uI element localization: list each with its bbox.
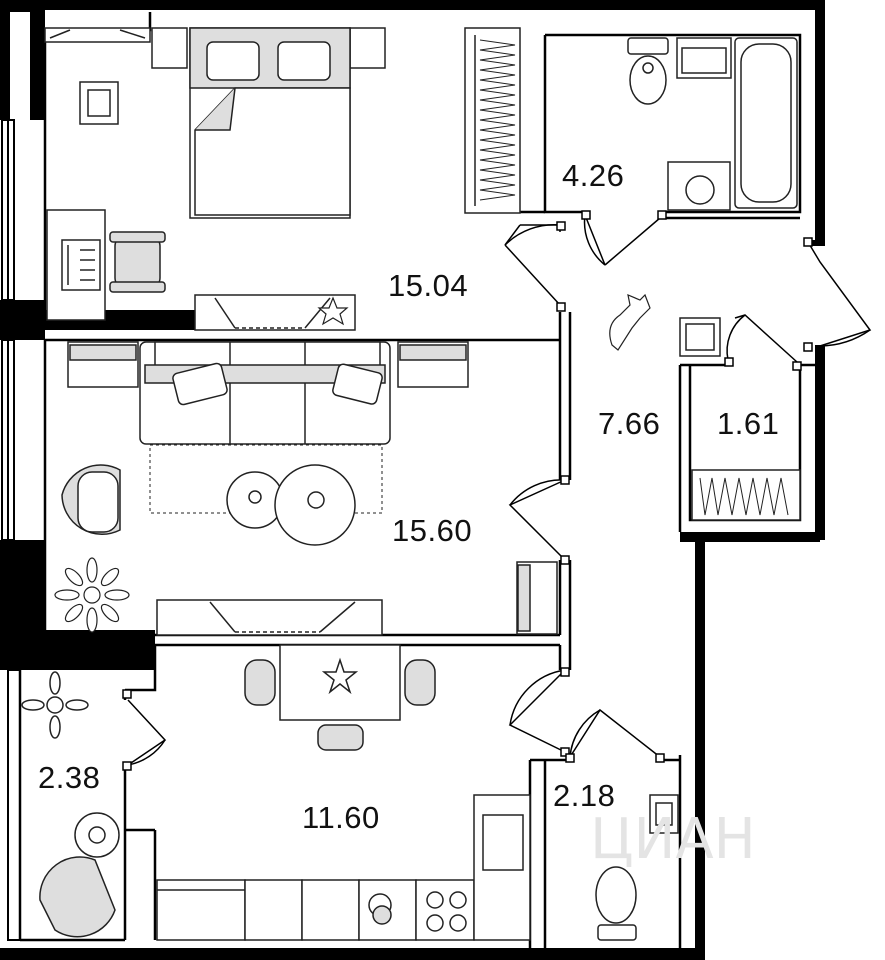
bedroom-furniture bbox=[44, 27, 521, 331]
plant-icon bbox=[317, 296, 349, 326]
kitchen-furniture bbox=[156, 644, 531, 941]
area-wc: 2.18 bbox=[553, 778, 616, 813]
walls bbox=[0, 0, 825, 960]
area-storage: 1.61 bbox=[717, 406, 780, 441]
area-hall: 7.66 bbox=[598, 406, 661, 441]
watermark: ЦИАН bbox=[590, 807, 756, 872]
wc-fixtures bbox=[595, 794, 679, 941]
balcony-fixtures bbox=[21, 671, 120, 938]
area-bedroom: 15.04 bbox=[388, 268, 469, 303]
area-balcony: 2.38 bbox=[38, 760, 101, 795]
storage-fixtures bbox=[679, 317, 801, 521]
area-bathroom: 4.26 bbox=[562, 158, 625, 193]
area-kitchen: 11.60 bbox=[302, 800, 380, 835]
living-furniture bbox=[61, 341, 558, 636]
dog-icon bbox=[609, 293, 651, 351]
area-living: 15.60 bbox=[392, 513, 473, 548]
bathroom-fixtures bbox=[627, 37, 798, 211]
flower-icon bbox=[54, 557, 130, 633]
doors bbox=[122, 210, 872, 771]
